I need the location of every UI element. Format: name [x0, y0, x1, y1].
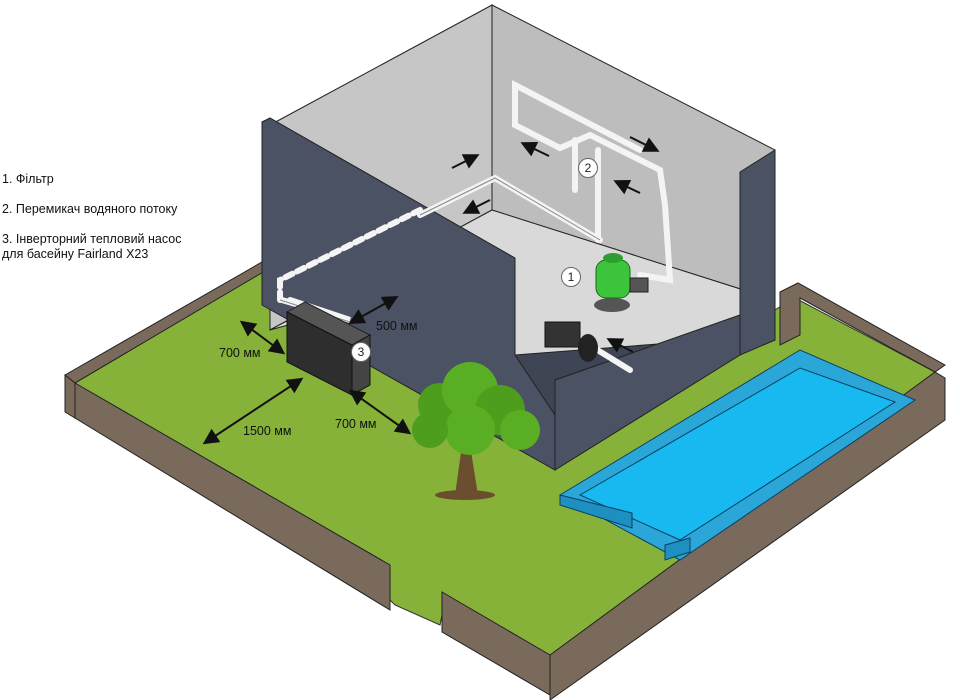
tree-gap-label: 700 мм	[335, 417, 377, 431]
fence	[64, 261, 946, 700]
filter-icon	[594, 253, 649, 312]
wall-gap-label: 500 мм	[376, 319, 418, 333]
legend-item-filter: 1. Фільтр	[2, 172, 54, 186]
legend-item-flow-switch: 2. Перемикач водяного потоку	[2, 202, 178, 216]
legend-item-heat-pump: 3. Інверторний тепловий насос для басейн…	[2, 232, 181, 262]
flow-arrows	[451, 136, 660, 353]
dimension-arrows	[202, 296, 412, 445]
legend-item-heat-pump-line1: 3. Інверторний тепловий насос	[2, 232, 182, 246]
filter-marker: 1	[561, 267, 581, 287]
right-wall	[739, 149, 776, 356]
pump-icon	[544, 321, 598, 362]
legend-item-heat-pump-line2: для басейну Fairland X23	[2, 247, 149, 261]
tree-icon	[412, 362, 540, 500]
legend: 1. Фільтр 2. Перемикач водяного потоку 3…	[2, 172, 181, 262]
side-gap-label: 700 мм	[219, 346, 261, 360]
heat-pump-marker: 3	[351, 342, 371, 362]
front-gap-label: 1500 мм	[243, 424, 292, 438]
flow-switch-marker: 2	[578, 158, 598, 178]
pool	[558, 349, 917, 561]
